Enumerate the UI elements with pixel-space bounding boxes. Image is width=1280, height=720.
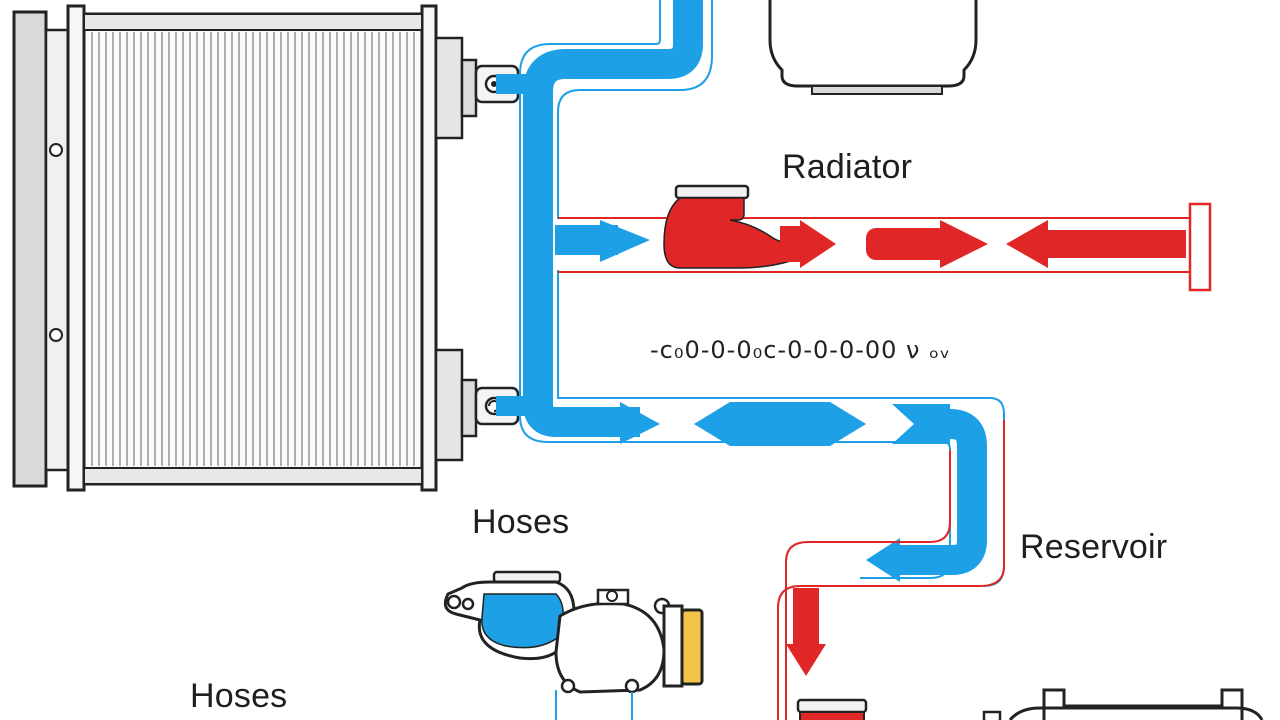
hot-flow-arrow — [780, 220, 1186, 676]
radiator-icon — [12, 4, 520, 492]
hot-coolant-hose — [558, 184, 1212, 720]
expansion-tank-icon — [768, 0, 978, 95]
cold-coolant-hose — [496, 0, 1005, 587]
engine-block-icon — [982, 688, 1264, 720]
reservoir-label: Reservoir — [1020, 528, 1168, 566]
water-pump-icon — [443, 570, 704, 720]
garbled-annotation: -c₀0-0-0₀c-0-0-0-00 ν ₒᵥ — [650, 336, 952, 364]
cold-flow-arrow — [600, 220, 950, 582]
thermostat-housing-icon — [796, 698, 868, 720]
hoses-label-upper: Hoses — [472, 503, 570, 541]
radiator-label: Radiator — [782, 148, 913, 186]
hoses-label-lower: Hoses — [190, 677, 288, 715]
